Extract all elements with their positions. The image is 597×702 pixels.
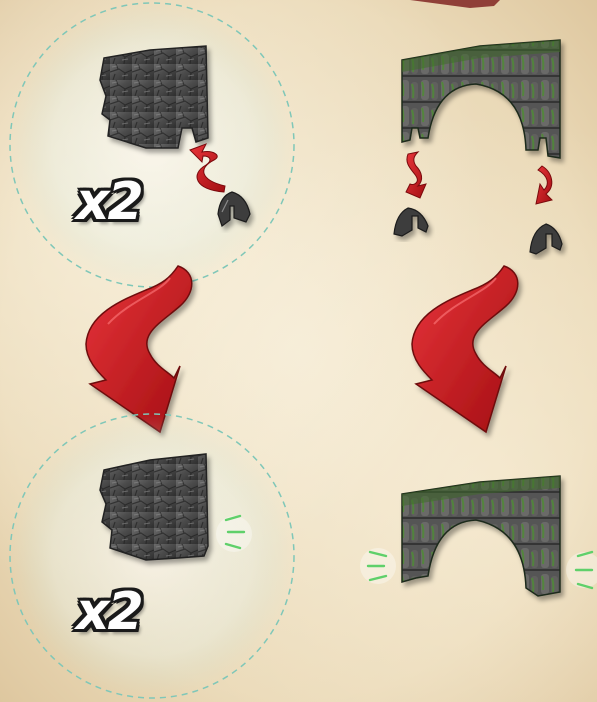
bottom-right-step [360, 476, 597, 596]
quantity-label-bottom: x2 [76, 586, 142, 638]
top-edge-fragment [410, 0, 500, 8]
big-curved-arrow-right [412, 266, 518, 432]
snap-indicator-icon [216, 516, 252, 552]
curved-arrow-icon [406, 152, 426, 198]
big-curved-arrow-left [86, 266, 192, 432]
top-left-step [10, 3, 294, 287]
top-right-step [394, 40, 562, 254]
arch-piece-icon [402, 40, 560, 158]
wall-piece-icon [100, 454, 208, 560]
curved-arrow-icon [536, 166, 552, 204]
quantity-label-top: x2 [76, 176, 142, 228]
clip-foot-icon [394, 208, 428, 236]
clip-foot-icon [530, 224, 562, 254]
bottom-left-step [10, 414, 294, 698]
arch-piece-icon [402, 476, 560, 596]
snap-indicator-icon [360, 548, 396, 584]
snap-indicator-icon [566, 552, 597, 588]
